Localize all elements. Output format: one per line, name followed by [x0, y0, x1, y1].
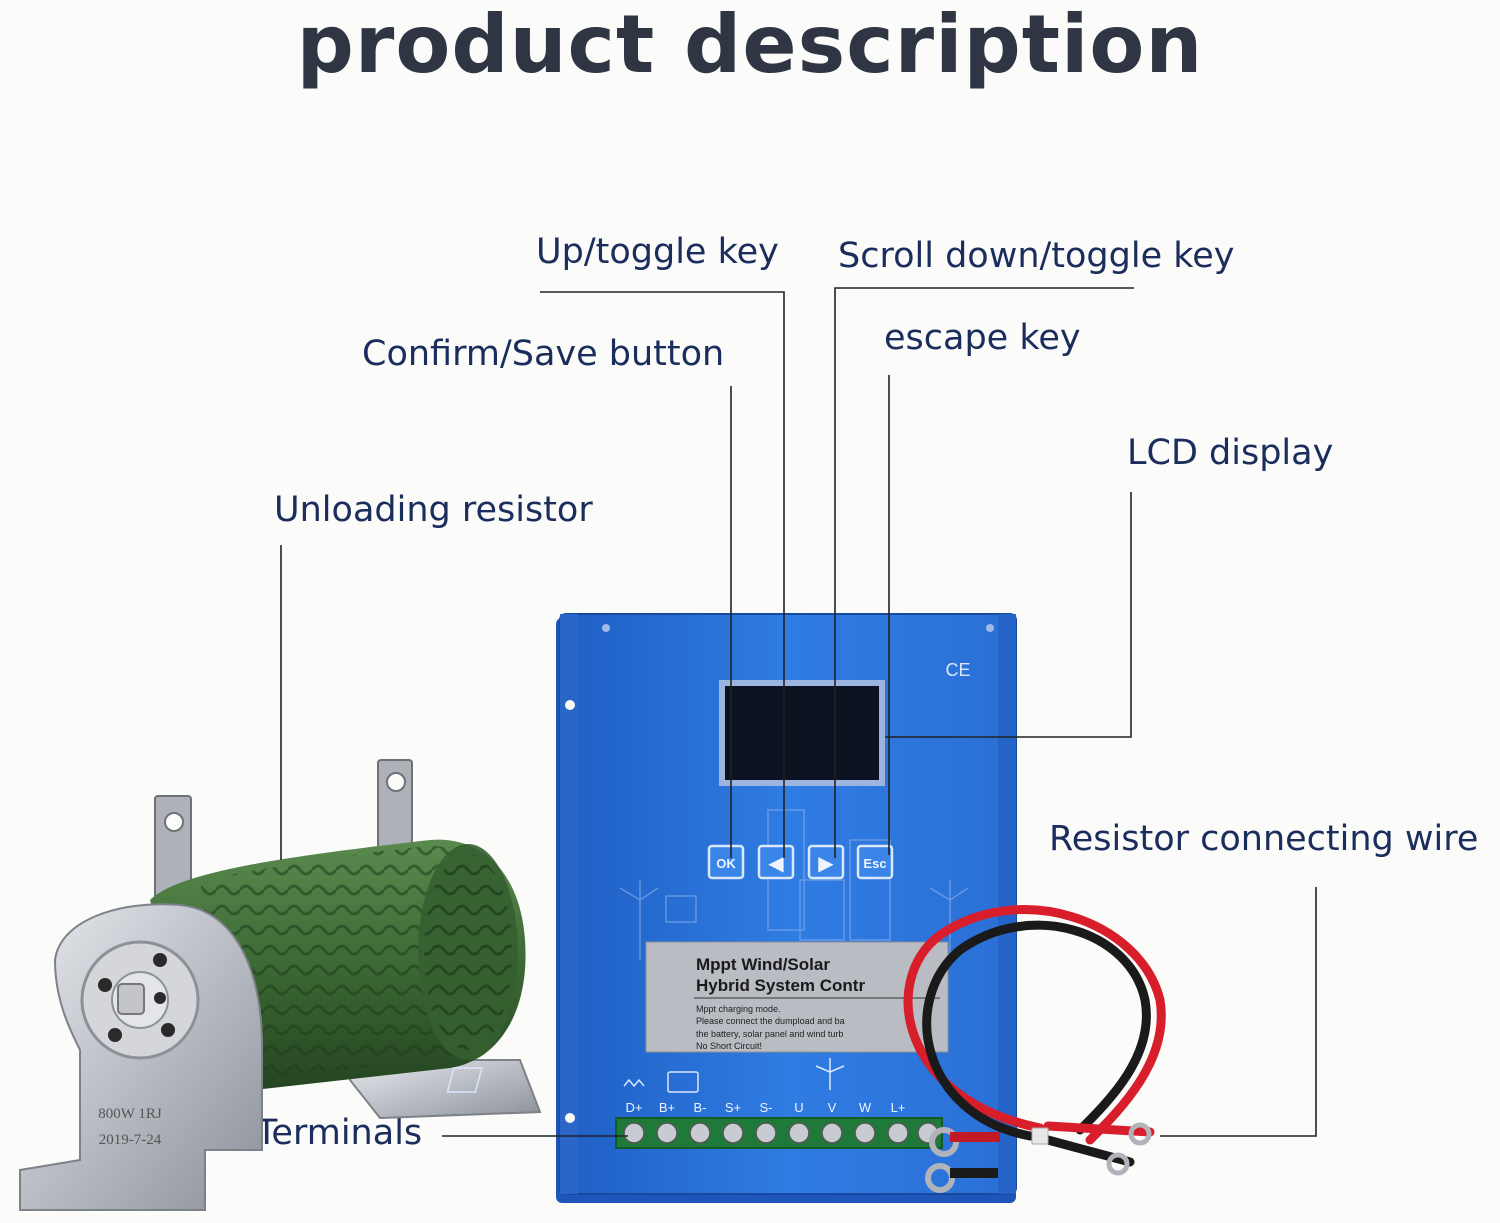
right-arrow-icon: ▶	[818, 851, 834, 875]
resistor-stamp-date: 2019-7-24	[99, 1132, 162, 1148]
label-scroll-down-toggle-key: Scroll down/toggle key	[838, 236, 1235, 276]
wire-red	[903, 905, 1166, 1145]
resistor-symbol-icon	[623, 1078, 645, 1088]
esc-key[interactable]	[856, 844, 894, 880]
sticker-title-line2: Hybrid System Contr	[696, 976, 865, 995]
terminal-icons	[446, 1058, 845, 1093]
sticker-note-1: Mppt charging mode.	[696, 1004, 781, 1014]
label-up-toggle-key: Up/toggle key	[536, 232, 779, 272]
leader-up-toggle	[540, 291, 785, 858]
label-confirm-save-button: Confirm/Save button	[362, 334, 725, 374]
resistor-stamp-rating: 800W 1RJ	[98, 1106, 162, 1122]
terminal-label: D+	[626, 1100, 643, 1115]
label-lcd-display: LCD display	[1127, 433, 1334, 473]
terminal-label: B+	[659, 1100, 675, 1115]
label-terminals: Terminals	[256, 1113, 423, 1153]
terminal-label: V	[828, 1100, 837, 1115]
callout-leader-lines	[280, 287, 1317, 1137]
terminal-label: S-	[760, 1100, 773, 1115]
label-escape-key: escape key	[884, 318, 1081, 358]
label-unloading-resistor: Unloading resistor	[274, 490, 593, 530]
solar-panel-icon	[446, 1067, 483, 1093]
wind-turbine-icon	[815, 1058, 845, 1090]
left-arrow-icon: ◀	[768, 851, 784, 875]
terminal-label: B-	[694, 1100, 707, 1115]
ok-key[interactable]	[707, 844, 745, 880]
leader-resistor-wire	[1160, 887, 1317, 1137]
terminal-label: L+	[891, 1100, 906, 1115]
esc-key-label: Esc	[863, 856, 886, 871]
sticker-title-line1: Mppt Wind/Solar	[696, 955, 830, 974]
ok-key-label: OK	[716, 856, 736, 871]
lcd-display	[725, 686, 879, 780]
cable-tie	[1031, 1127, 1049, 1145]
battery-icon	[667, 1071, 699, 1093]
leader-lcd	[885, 492, 1132, 738]
ce-mark: CE	[945, 660, 970, 680]
terminal-label: U	[794, 1100, 803, 1115]
info-sticker	[645, 941, 949, 1053]
sticker-note-3: the battery, solar panel and wind turb	[696, 1029, 843, 1039]
unloading-resistor: 800W 1RJ 2019-7-24	[19, 759, 542, 1211]
hybrid-controller: CE OK ◀ ▶ Esc Mppt Wind/Solar	[446, 613, 1017, 1203]
ring-lugs	[925, 1122, 1152, 1193]
terminal-label: W	[859, 1100, 872, 1115]
wire-black	[922, 920, 1151, 1141]
page-title: product description	[296, 0, 1204, 91]
label-resistor-connecting-wire: Resistor connecting wire	[1049, 819, 1479, 859]
sticker-note-4: No Short Circuit!	[696, 1041, 762, 1051]
leader-scroll-down	[834, 287, 1134, 858]
resistor-bolt	[117, 983, 145, 1015]
terminal-labels: D+ B+ B- S+ S- U V W L+	[626, 1100, 906, 1115]
sticker-note-2: Please connect the dumpload and ba	[696, 1016, 845, 1026]
terminal-screws	[623, 1122, 939, 1144]
terminal-label: S+	[725, 1100, 741, 1115]
